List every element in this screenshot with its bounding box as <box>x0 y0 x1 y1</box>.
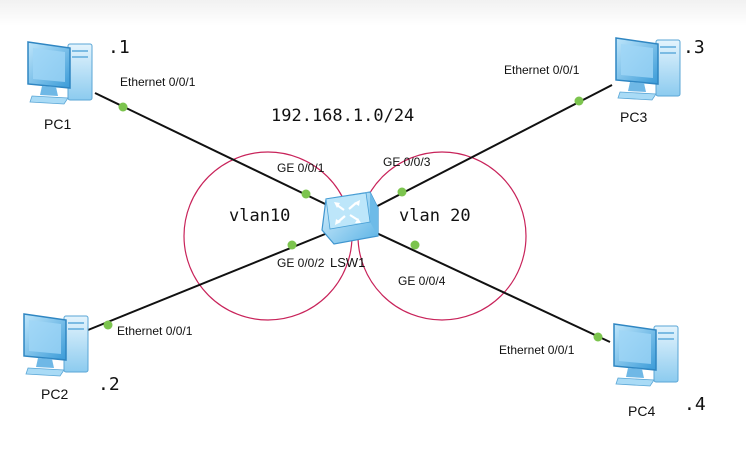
link-pc4 <box>369 229 611 343</box>
ge004-port: GE 0/0/4 <box>398 274 446 288</box>
vlan20-label: vlan 20 <box>399 206 471 226</box>
link-pc2 <box>87 227 341 331</box>
port-dot-ge003 <box>397 187 407 197</box>
switch-name: LSW1 <box>330 255 366 270</box>
pc1-name: PC1 <box>44 116 72 132</box>
port-dot-pc2 <box>103 320 113 330</box>
pc1-ip-suffix: .1 <box>108 37 130 58</box>
l3-switch-icon[interactable] <box>321 191 379 245</box>
port-dot-ge004 <box>410 240 420 250</box>
pc4-ip-suffix: .4 <box>684 394 706 415</box>
pc2-ip-suffix: .2 <box>98 374 120 395</box>
window-top-band <box>0 0 746 26</box>
vlan10-label: vlan10 <box>229 206 291 226</box>
port-dot-ge002 <box>287 240 297 250</box>
pc3-ip-suffix: .3 <box>683 37 705 58</box>
ge002-port: GE 0/0/2 <box>277 256 325 270</box>
pc2-name: PC2 <box>41 386 69 402</box>
ge003-port: GE 0/0/3 <box>383 155 431 169</box>
port-dot-pc3 <box>574 96 584 106</box>
pc3-port: Ethernet 0/0/1 <box>504 63 580 77</box>
link-pc3 <box>359 84 613 216</box>
port-dot-pc4 <box>593 332 603 342</box>
port-dot-pc1 <box>118 102 128 112</box>
pc3-name: PC3 <box>620 109 648 125</box>
pc1-computer-icon[interactable] <box>27 41 93 105</box>
ge001-port: GE 0/0/1 <box>277 161 325 175</box>
network-address: 192.168.1.0/24 <box>271 106 415 126</box>
pc2-computer-icon[interactable] <box>23 313 89 377</box>
pc4-name: PC4 <box>628 403 656 419</box>
pc4-computer-icon[interactable] <box>613 323 679 387</box>
pc3-computer-icon[interactable] <box>615 37 681 101</box>
pc1-port: Ethernet 0/0/1 <box>120 75 196 89</box>
pc4-port: Ethernet 0/0/1 <box>499 343 575 357</box>
pc2-port: Ethernet 0/0/1 <box>117 324 193 338</box>
port-dot-ge001 <box>301 189 311 199</box>
